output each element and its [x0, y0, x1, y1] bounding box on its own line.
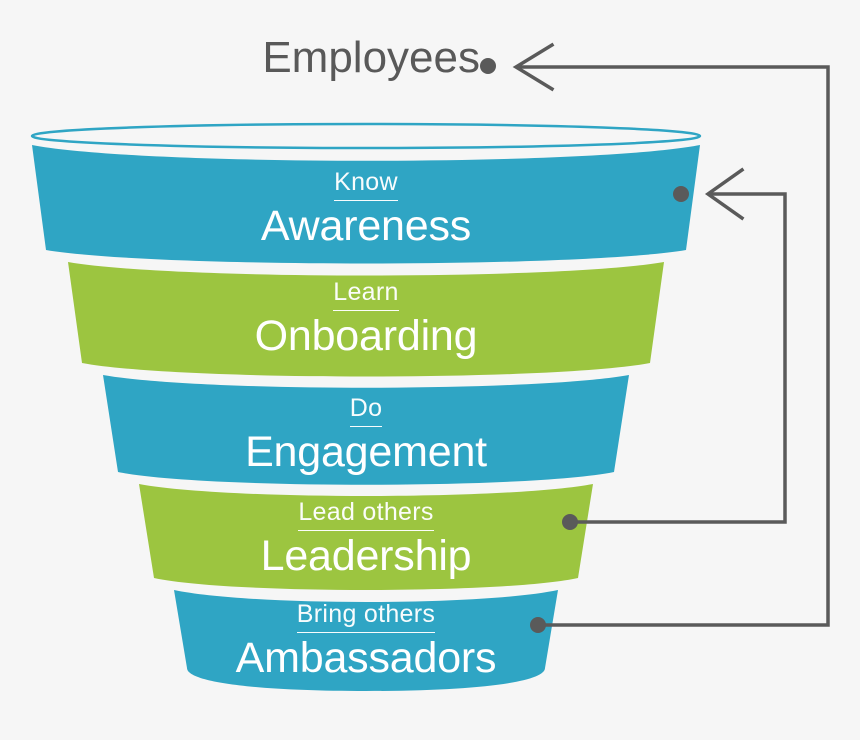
- funnel-band-engagement: [103, 375, 629, 485]
- connector-dot-ambassadors: [530, 617, 546, 633]
- funnel-rim-ellipse: [30, 122, 702, 150]
- funnel-band-ambassadors: [174, 590, 558, 691]
- arrowhead-employees: [512, 42, 555, 92]
- arrowhead-awareness: [704, 167, 745, 221]
- funnel-band-awareness: [32, 145, 700, 264]
- funnel-band-onboarding: [68, 262, 664, 377]
- connector-dot-leadership: [562, 514, 578, 530]
- connector-leadership-to-awareness: [562, 167, 787, 530]
- connector-ambassadors-to-employees: [480, 42, 830, 633]
- connector-dot-awareness: [673, 186, 689, 202]
- funnel-band-leadership: [139, 484, 593, 590]
- page-title: Employees: [262, 33, 480, 82]
- connector-dot-employees: [480, 58, 496, 74]
